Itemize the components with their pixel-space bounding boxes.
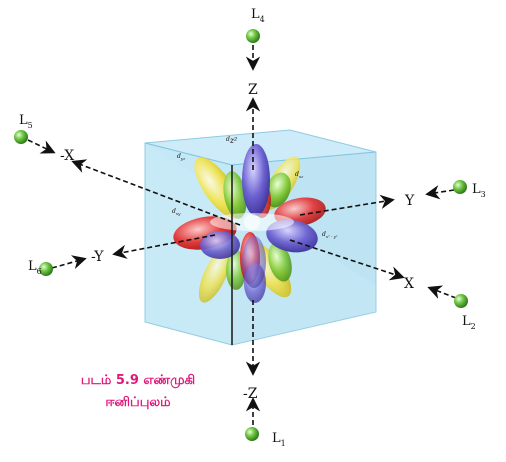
ligand-label-l2: L2 — [462, 314, 476, 331]
axis-label-y: Y — [404, 193, 415, 209]
dz2-lobe-bottom — [242, 236, 266, 288]
axis-label-neg-x: -X — [60, 148, 74, 164]
orbital-center — [244, 214, 260, 230]
dx2y2-lobe-left — [200, 231, 240, 259]
orbital-label-dxz: dxz — [295, 171, 304, 179]
dxz-lobe-b — [265, 172, 291, 208]
ligand-arrow-l5 — [27, 139, 56, 154]
caption-line-2: ஈனிப்புலம் — [105, 395, 171, 410]
x-axis-positive — [289, 239, 405, 281]
orbital-label-dyz: dyz — [177, 153, 186, 161]
axis-label-z: Z — [248, 82, 258, 98]
ligand-label-l5: L5 — [19, 113, 33, 130]
x-axis-negative — [71, 159, 241, 226]
orbital-label-dx2y2: dx² - y² — [322, 231, 338, 239]
ligands — [14, 29, 468, 441]
figure-caption: படம் 5.9 எண்முகி ஈனிப்புலம் — [63, 370, 213, 414]
ligand-ball-l1 — [245, 427, 259, 441]
axis-label-x: X — [404, 276, 414, 292]
ligand-ball-l3 — [453, 180, 467, 194]
ligand-arrow-l3 — [425, 185, 455, 200]
ligand-ball-l4 — [246, 29, 260, 43]
dxz-lobe-a — [223, 171, 247, 219]
axis-label-neg-y: -Y — [91, 249, 104, 265]
ligand-ball-l6 — [39, 262, 53, 276]
ligand-ball-l5 — [14, 130, 28, 144]
orbital-label-dz2: dz² — [226, 136, 237, 145]
dxz-lobe-c — [268, 242, 292, 282]
ligand-label-l3: L3 — [472, 182, 486, 199]
ligand-label-l6: L6 — [28, 259, 42, 276]
axes — [27, 45, 457, 425]
caption-line-1: படம் 5.9 எண்முகி — [80, 373, 196, 388]
dyz-lobe-side — [198, 247, 232, 303]
orbital-label-dxy: dxy — [172, 208, 181, 216]
d-orbitals: dz² dxz dyz dxy dx² - y² — [172, 136, 338, 303]
axis-label-neg-z: -Z — [243, 386, 258, 402]
ligand-label-l1: L1 — [272, 431, 286, 448]
y-axis-negative — [112, 234, 216, 259]
ligand-arrow-l6 — [51, 255, 87, 270]
ligand-label-l4: L4 — [251, 7, 265, 24]
dz2-lobe-top — [242, 144, 270, 216]
ligand-ball-l2 — [454, 294, 468, 308]
ligand-arrow-l2 — [427, 285, 457, 299]
